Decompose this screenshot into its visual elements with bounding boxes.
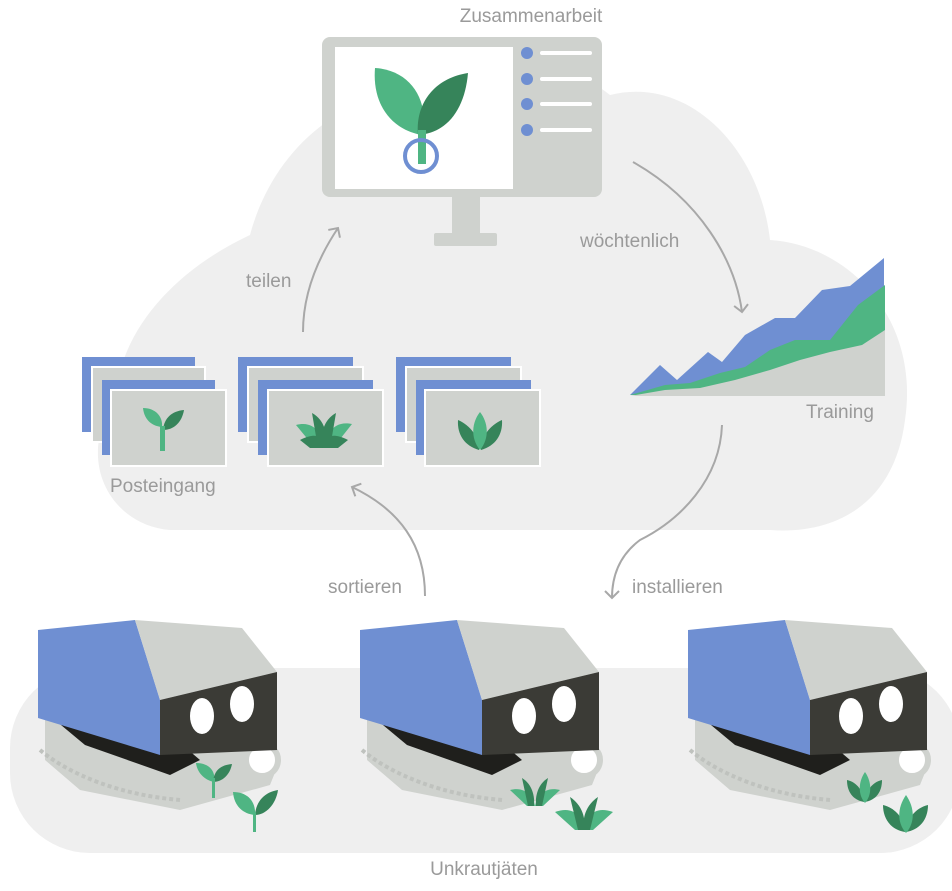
weeding-robot-icon bbox=[360, 620, 603, 810]
weeding-label: Unkrautjäten bbox=[430, 859, 538, 880]
weed-icon bbox=[510, 778, 613, 830]
weekly-label: wöchtenlich bbox=[580, 231, 680, 252]
weeding-robot-icon bbox=[38, 620, 281, 810]
arrow-sort bbox=[350, 482, 426, 597]
area-chart-icon bbox=[630, 258, 885, 396]
image-stack-icon bbox=[238, 357, 384, 467]
weeding-robot-icon bbox=[688, 620, 931, 810]
inbox-label: Posteingang bbox=[110, 476, 216, 497]
arrow-weekly bbox=[632, 161, 749, 314]
arrow-share bbox=[302, 226, 341, 333]
title-label: Zusammenarbeit bbox=[459, 6, 603, 27]
weed-icon bbox=[847, 772, 928, 833]
image-stack-icon bbox=[82, 357, 227, 467]
training-label: Training bbox=[806, 402, 874, 423]
image-stack-icon bbox=[396, 357, 541, 467]
share-label: teilen bbox=[246, 271, 292, 292]
arrow-install bbox=[604, 424, 723, 600]
sort-label: sortieren bbox=[328, 577, 402, 598]
install-label: installieren bbox=[632, 577, 723, 598]
weed-icon bbox=[196, 763, 278, 832]
sprout-icon bbox=[374, 68, 468, 174]
